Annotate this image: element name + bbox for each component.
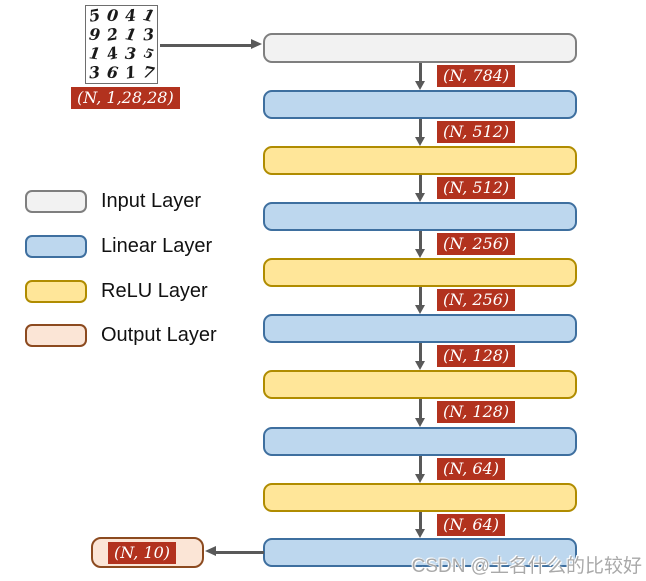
digit-cell: 3 (141, 24, 155, 45)
linear-layer-box-2 (263, 202, 577, 231)
linear-layer-box-5 (263, 538, 577, 567)
down-arrow-3: (N, 512) (414, 175, 516, 202)
arrow-line (419, 343, 422, 362)
legend-label: ReLU Layer (101, 280, 208, 302)
digit-cell: 0 (106, 5, 120, 26)
shape-badge: (N, 128) (437, 401, 516, 423)
shape-badge: (N, 784) (437, 65, 516, 87)
arrow-line (160, 43, 252, 47)
arrow-line (419, 456, 422, 475)
shape-badge: (N, 256) (437, 289, 516, 311)
digit-cell: 3 (88, 62, 102, 83)
digit-cell: 7 (140, 62, 156, 84)
legend-item-linear: Linear Layer (25, 235, 212, 258)
down-arrow-2: (N, 512) (414, 119, 516, 146)
arrowhead-down-icon (415, 361, 425, 370)
digit-cell: 1 (123, 62, 138, 84)
output-arrow (205, 546, 264, 558)
legend-swatch-relu (25, 280, 87, 303)
arrowhead-down-icon (415, 418, 425, 427)
relu-layer-box-2 (263, 258, 577, 287)
shape-badge: (N, 256) (437, 233, 516, 255)
digit-cell: 3 (124, 43, 137, 64)
digit-cell: 5 (87, 4, 102, 26)
shape-badge: (N, 128) (437, 345, 516, 367)
digit-cell: 1 (123, 24, 138, 45)
arrow-line (419, 119, 422, 138)
output-layer-box: (N, 10) (91, 537, 204, 568)
relu-layer-box-3 (263, 370, 577, 399)
shape-badge: (N, 64) (437, 514, 505, 536)
arrowhead-down-icon (415, 305, 425, 314)
shape-badge: (N, 512) (437, 121, 516, 143)
arrowhead-down-icon (415, 81, 425, 90)
down-arrow-7: (N, 128) (414, 399, 516, 427)
linear-layer-box-4 (263, 427, 577, 456)
mnist-digit-grid: 5 0 4 1 9 2 1 3 1 4 3 5 3 6 1 7 (85, 5, 158, 84)
relu-layer-box-4 (263, 483, 577, 512)
linear-layer-box-3 (263, 314, 577, 343)
output-shape-badge: (N, 10) (108, 541, 176, 564)
csdn-watermark: CSDN @土名什么的比较好 (411, 556, 642, 577)
arrowhead-down-icon (415, 529, 425, 538)
down-arrow-8: (N, 64) (414, 456, 505, 483)
down-arrow-1: (N, 784) (414, 63, 516, 90)
legend-swatch-linear (25, 235, 87, 258)
digit-cell: 9 (88, 24, 102, 45)
arrowhead-down-icon (415, 137, 425, 146)
arrow-line (419, 512, 422, 530)
arrow-line (419, 63, 422, 82)
legend-item-relu: ReLU Layer (25, 280, 208, 303)
digit-cell: 6 (105, 62, 120, 83)
arrowhead-down-icon (415, 249, 425, 258)
down-arrow-5: (N, 256) (414, 287, 516, 314)
legend-item-input: Input Layer (25, 190, 201, 213)
legend-swatch-input (25, 190, 87, 213)
arrow-line (419, 175, 422, 194)
linear-layer-box-1 (263, 90, 577, 119)
digit-cell: 1 (88, 43, 102, 64)
arrow-line (419, 287, 422, 306)
legend-label: Linear Layer (101, 235, 213, 257)
down-arrow-6: (N, 128) (414, 343, 516, 370)
arrowhead-down-icon (415, 474, 425, 483)
arrowhead-down-icon (415, 193, 425, 202)
input-shape-badge: (N, 1,28,28) (71, 87, 180, 109)
digit-cell: 2 (105, 24, 120, 45)
down-arrow-4: (N, 256) (414, 231, 516, 258)
shape-badge: (N, 64) (437, 458, 505, 480)
shape-badge: (N, 512) (437, 177, 516, 199)
arrow-line (419, 399, 422, 419)
input-layer-box (263, 33, 577, 63)
digit-cell: 4 (124, 5, 137, 25)
digit-cell: 1 (140, 4, 156, 26)
legend-swatch-output (25, 324, 87, 347)
arrowhead-right-icon (251, 39, 262, 49)
down-arrow-9: (N, 64) (414, 512, 505, 538)
arrow-line (419, 231, 422, 250)
legend-label: Output Layer (101, 324, 217, 346)
arrowhead-left-icon (205, 546, 216, 556)
legend-item-output: Output Layer (25, 324, 217, 347)
legend-label: Input Layer (101, 190, 202, 212)
digit-cell: 4 (105, 43, 120, 65)
arrow-line (214, 550, 264, 554)
digit-cell: 5 (141, 45, 155, 63)
input-arrow (160, 39, 262, 51)
relu-layer-box-1 (263, 146, 577, 175)
